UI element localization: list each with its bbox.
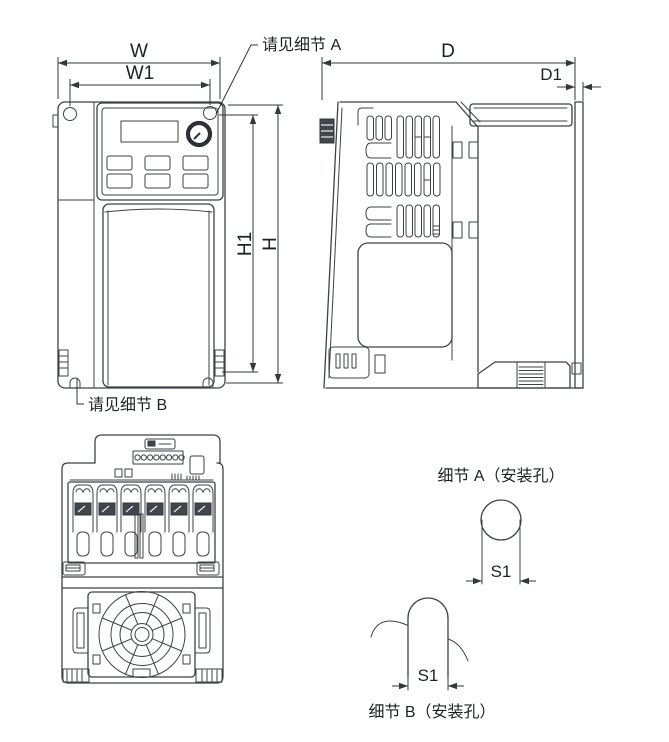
side-bottom-foot — [328, 346, 370, 379]
hook-rect — [452, 221, 463, 239]
fan-plate — [87, 591, 196, 678]
hook-rect — [468, 221, 479, 239]
side-connector-bump — [319, 118, 335, 144]
front-view-dimensions: W W1 H1 H 请见细节 A 请见细节 B — [57, 36, 341, 414]
mounting-slot-bottom-left — [69, 377, 81, 389]
mounting-slot-bottom-right — [202, 377, 214, 389]
control-terminal-strip — [132, 450, 185, 465]
hook-rect — [374, 354, 386, 374]
case-latch-right — [196, 561, 220, 576]
terminal-cell — [72, 484, 94, 557]
terminal-cell — [96, 484, 118, 557]
back-mounting-plate — [574, 101, 584, 389]
dim-label-w1: W1 — [126, 63, 155, 84]
terminal-cell — [192, 484, 214, 557]
bottom-view-body-outline — [61, 462, 224, 684]
detail-b-s1: S1 — [418, 666, 439, 685]
detail-b: S1 细节 B（安装孔） — [368, 597, 496, 721]
bottom-latch-right — [214, 349, 225, 377]
dim-label-d: D — [441, 41, 455, 62]
comm-port — [189, 455, 205, 475]
bottom-view — [61, 434, 224, 684]
keypad-buttons — [106, 155, 209, 189]
bottom-latch-left — [58, 349, 69, 377]
display-window — [120, 120, 179, 143]
dim-label-d1: D1 — [540, 65, 562, 84]
detail-b-slot-arc — [407, 597, 449, 619]
front-cover — [102, 203, 215, 388]
side-view-dimensions: D D1 — [321, 41, 601, 101]
terminal-cover-plate — [357, 242, 453, 348]
dim-label-h1: H1 — [235, 232, 256, 256]
fan-plate-notch — [132, 668, 151, 678]
vent-slots — [365, 115, 441, 238]
side-view — [319, 101, 584, 389]
knob — [185, 120, 213, 148]
fan-clip-right — [194, 607, 211, 654]
din-rail-clip — [477, 361, 582, 389]
hook-rect — [452, 141, 463, 159]
bottom-foot-right — [195, 668, 223, 683]
panel-corner-mark — [357, 107, 374, 126]
detail-b-edge-right — [447, 638, 469, 662]
mounting-hole-top-left — [63, 107, 77, 121]
fan-assembly — [72, 591, 211, 678]
callout-detail-b: 请见细节 B — [88, 396, 167, 414]
detail-b-title: 细节 B（安装孔） — [368, 703, 495, 721]
front-view — [52, 101, 226, 389]
terminal-cell — [144, 484, 166, 557]
dip-switch-marks — [171, 473, 200, 481]
io-area — [69, 438, 214, 481]
power-terminals — [67, 481, 216, 564]
fan-clip-left — [72, 607, 89, 654]
dim-label-w: W — [130, 41, 148, 62]
detail-a-hole — [480, 499, 522, 541]
case-latch-left — [62, 561, 86, 576]
detail-a-s1: S1 — [491, 562, 512, 581]
bottom-view-top-outline — [94, 434, 221, 464]
top-mounting-tab — [469, 103, 573, 127]
terminal-cell — [168, 484, 190, 557]
callout-detail-a: 请见细节 A — [262, 36, 341, 54]
hook-rect — [468, 141, 479, 159]
dim-label-h: H — [260, 237, 281, 251]
keypad-panel — [96, 102, 224, 201]
terminal-cell — [120, 484, 142, 557]
front-body-outline — [57, 101, 226, 389]
detail-b-edge-left — [370, 620, 408, 638]
detail-a: 细节 A（安装孔） S1 — [437, 467, 565, 585]
fan-grille — [98, 591, 186, 678]
bottom-foot-left — [62, 668, 90, 683]
side-latch-tab — [52, 114, 59, 128]
detail-a-title: 细节 A（安装孔） — [437, 467, 564, 485]
